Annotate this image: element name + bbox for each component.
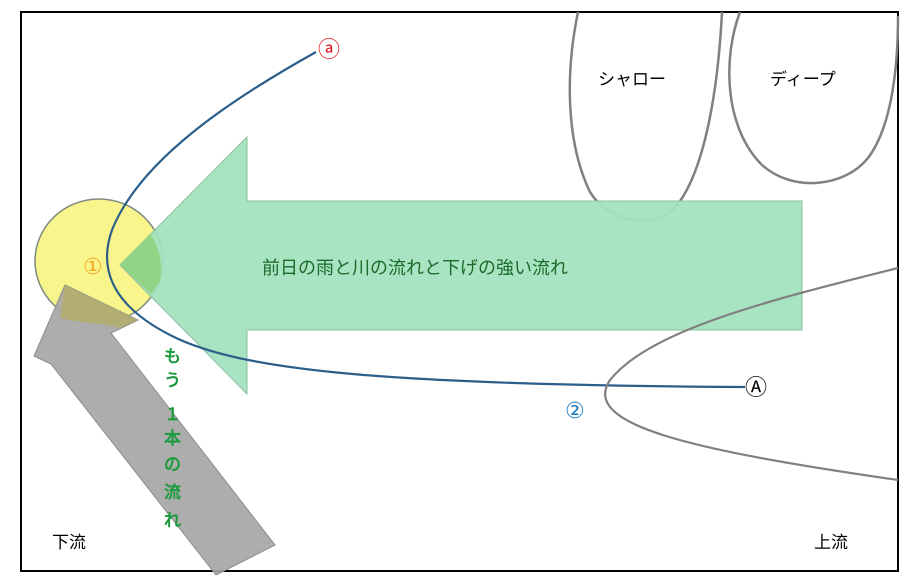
side-current-char-2: １ [164,405,181,425]
side-current-arrow [33,284,276,576]
point-1-marker: ① [83,255,103,280]
point-a-lower-marker: ⓐ [318,38,340,63]
downstream-label: 下流 [52,533,86,553]
shallow-label: シャロー [598,70,666,90]
side-current-char-0: も [164,347,181,367]
deep-label: ディープ [770,69,836,90]
point-a-upper-marker: Ⓐ [745,376,767,401]
side-current-char-6: れ [164,511,181,531]
side-current-char-4: の [164,455,181,475]
point-2-marker: ② [565,399,585,424]
main-current-label: 前日の雨と川の流れと下げの強い流れ [262,258,568,279]
route-line [106,51,746,389]
deep-area-outline [728,11,900,185]
main-current-arrow [119,135,803,396]
eddy-outline [604,266,899,482]
side-current-char-5: 流 [164,482,181,503]
side-current-char-1: う [164,371,181,391]
side-arrow-circle-overlap [60,285,138,328]
arrow-circle-overlap [120,234,162,294]
upstream-label: 上流 [814,533,848,553]
side-current-char-3: 本 [164,428,181,449]
